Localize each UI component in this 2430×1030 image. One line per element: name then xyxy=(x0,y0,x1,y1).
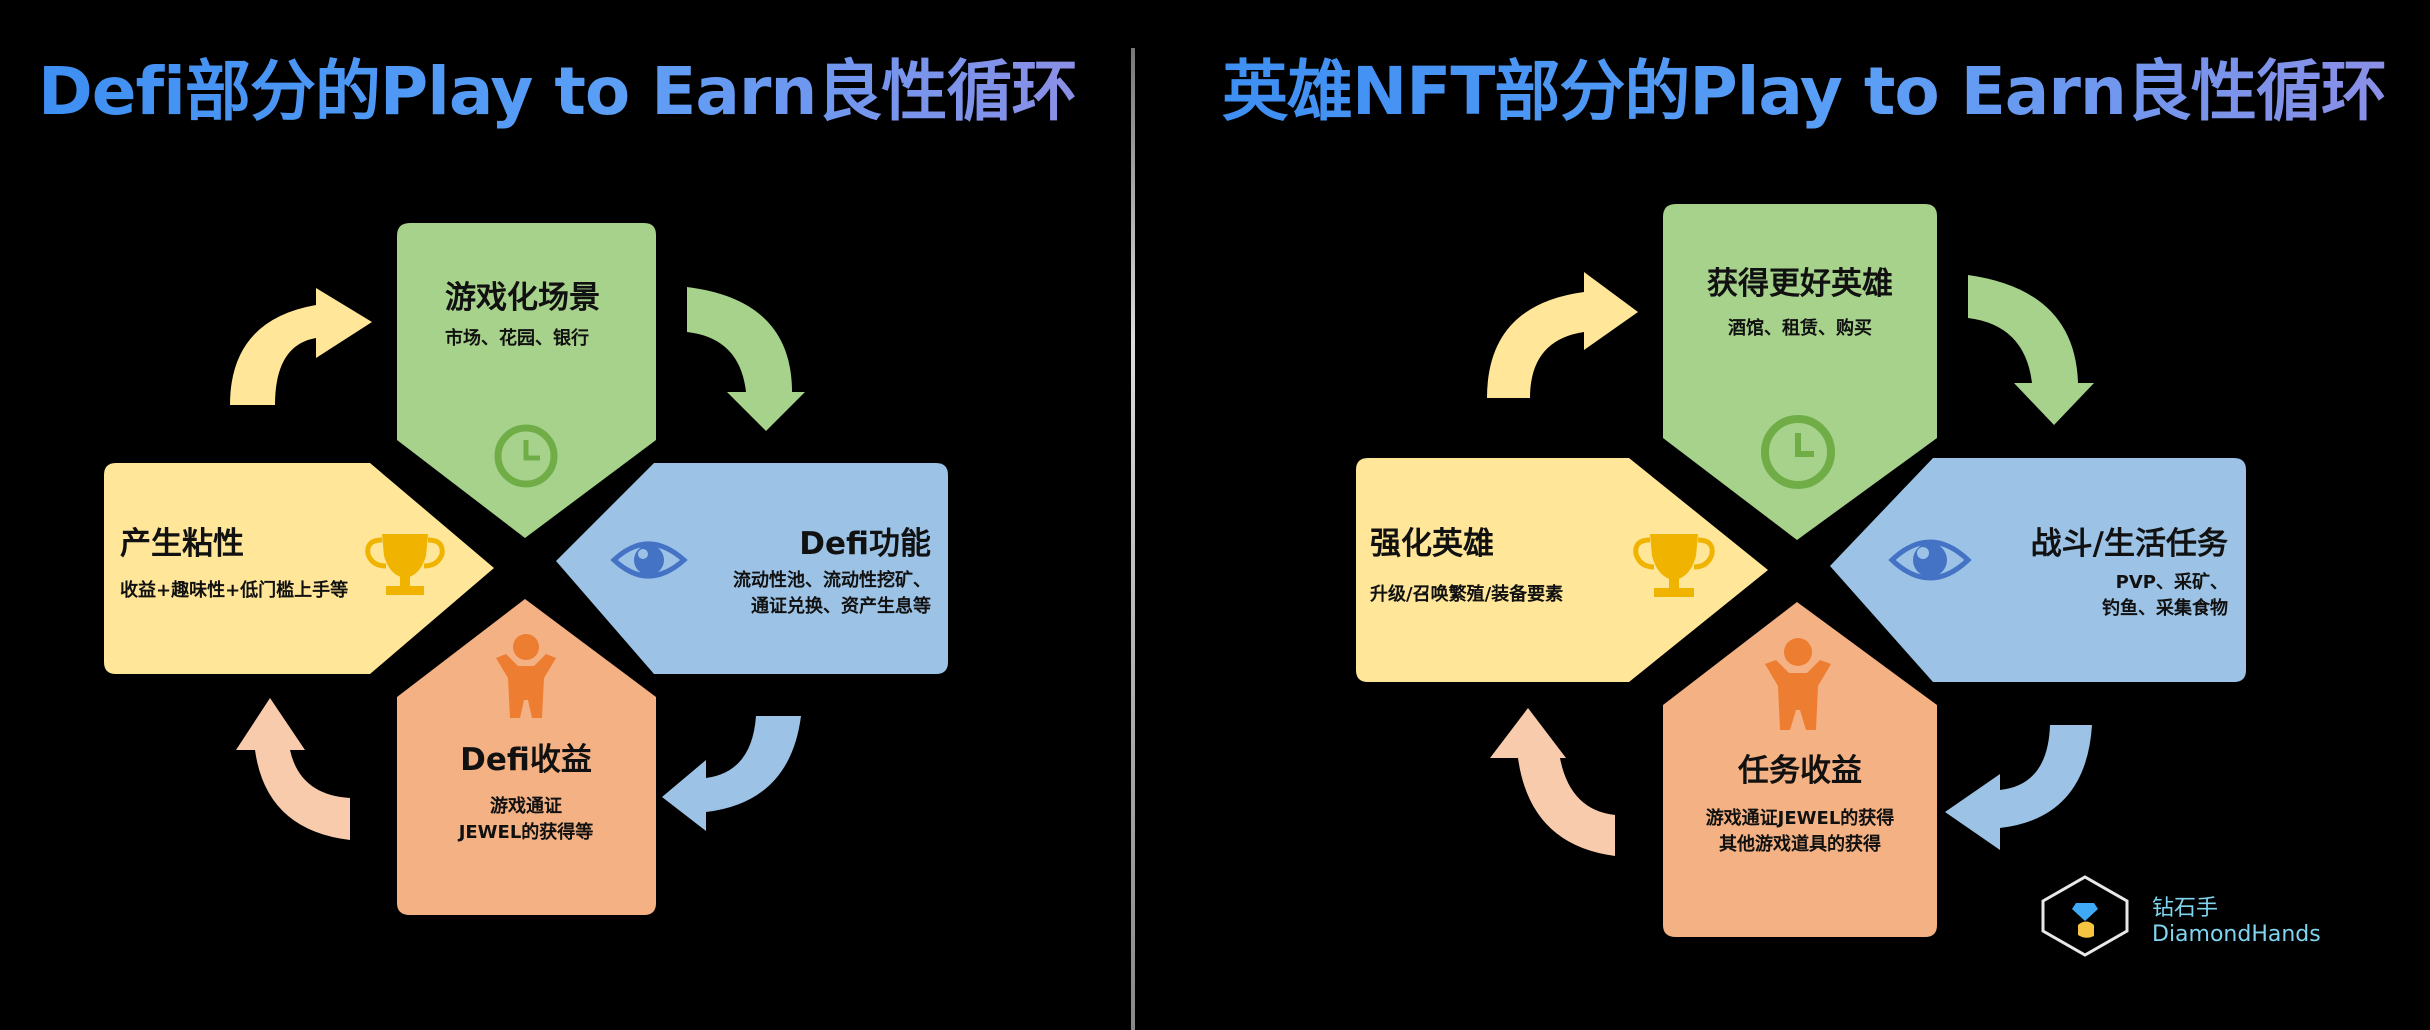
right-cycle xyxy=(1356,204,2246,937)
logo-line-1: 钻石手 xyxy=(2152,896,2219,921)
left-arrow-green xyxy=(687,287,805,431)
left-top-title: 游戏化场景 xyxy=(445,280,600,316)
left-bottom-title: Defi收益 xyxy=(460,742,592,778)
left-arrow-blue xyxy=(662,716,801,831)
left-top-tile xyxy=(397,223,656,538)
left-bottom-sub-1: 游戏通证 xyxy=(490,796,562,817)
left-right-sub-2: 通证兑换、资产生息等 xyxy=(751,596,931,617)
left-diagram-title: Defi部分的Play to Earn良性循环 xyxy=(38,38,1077,134)
right-right-sub-1: PVP、采矿、 xyxy=(2115,572,2228,593)
right-bottom-sub-1: 游戏通证JEWEL的获得 xyxy=(1705,808,1895,829)
right-bottom-tile xyxy=(1663,602,1937,937)
logo-line-2: DiamondHands xyxy=(2152,922,2321,947)
panel-divider xyxy=(1131,48,1135,1030)
right-diagram-title: 英雄NFT部分的Play to Earn良性循环 xyxy=(1222,38,2387,134)
right-left-tile xyxy=(1356,458,1768,682)
right-top-sub: 酒馆、租赁、购买 xyxy=(1728,318,1872,339)
left-left-sub: 收益+趣味性+低门槛上手等 xyxy=(120,580,349,601)
right-left-title: 强化英雄 xyxy=(1370,526,1494,562)
clock-icon xyxy=(494,424,558,488)
clock-icon xyxy=(1761,415,1835,489)
left-bottom-sub-2: JEWEL的获得等 xyxy=(458,822,594,843)
right-left-sub: 升级/召唤繁殖/装备要素 xyxy=(1370,584,1564,605)
diamond-hand-icon xyxy=(2041,875,2129,957)
right-top-tile xyxy=(1663,204,1937,540)
person-icon xyxy=(1765,638,1831,730)
trophy-icon xyxy=(1633,534,1715,597)
right-arrow-blue xyxy=(1945,725,2092,850)
left-right-sub-1: 流动性池、流动性挖矿、 xyxy=(733,570,931,591)
right-arrow-green xyxy=(1968,275,2094,425)
left-left-title: 产生粘性 xyxy=(120,526,244,562)
right-bottom-title: 任务收益 xyxy=(1738,753,1862,789)
left-cycle xyxy=(104,223,948,915)
right-right-title: 战斗/生活任务 xyxy=(2030,526,2228,562)
left-bottom-tile xyxy=(397,599,656,915)
left-top-sub: 市场、花园、银行 xyxy=(445,328,589,349)
left-arrow-peach xyxy=(236,698,350,840)
left-arrow-yellow xyxy=(230,288,372,405)
left-left-tile xyxy=(104,463,494,674)
left-right-tile xyxy=(556,463,948,674)
person-icon xyxy=(496,634,556,718)
right-arrow-yellow xyxy=(1487,272,1638,398)
left-right-title: Defi功能 xyxy=(799,526,931,562)
right-right-tile xyxy=(1830,458,2246,682)
right-bottom-sub-2: 其他游戏道具的获得 xyxy=(1719,834,1881,855)
eye-icon xyxy=(610,541,688,579)
eye-icon xyxy=(1888,539,1972,581)
right-right-sub-2: 钓鱼、采集食物 xyxy=(2102,598,2228,619)
right-top-title: 获得更好英雄 xyxy=(1707,266,1893,302)
right-arrow-peach xyxy=(1490,708,1615,856)
trophy-icon xyxy=(365,534,445,595)
